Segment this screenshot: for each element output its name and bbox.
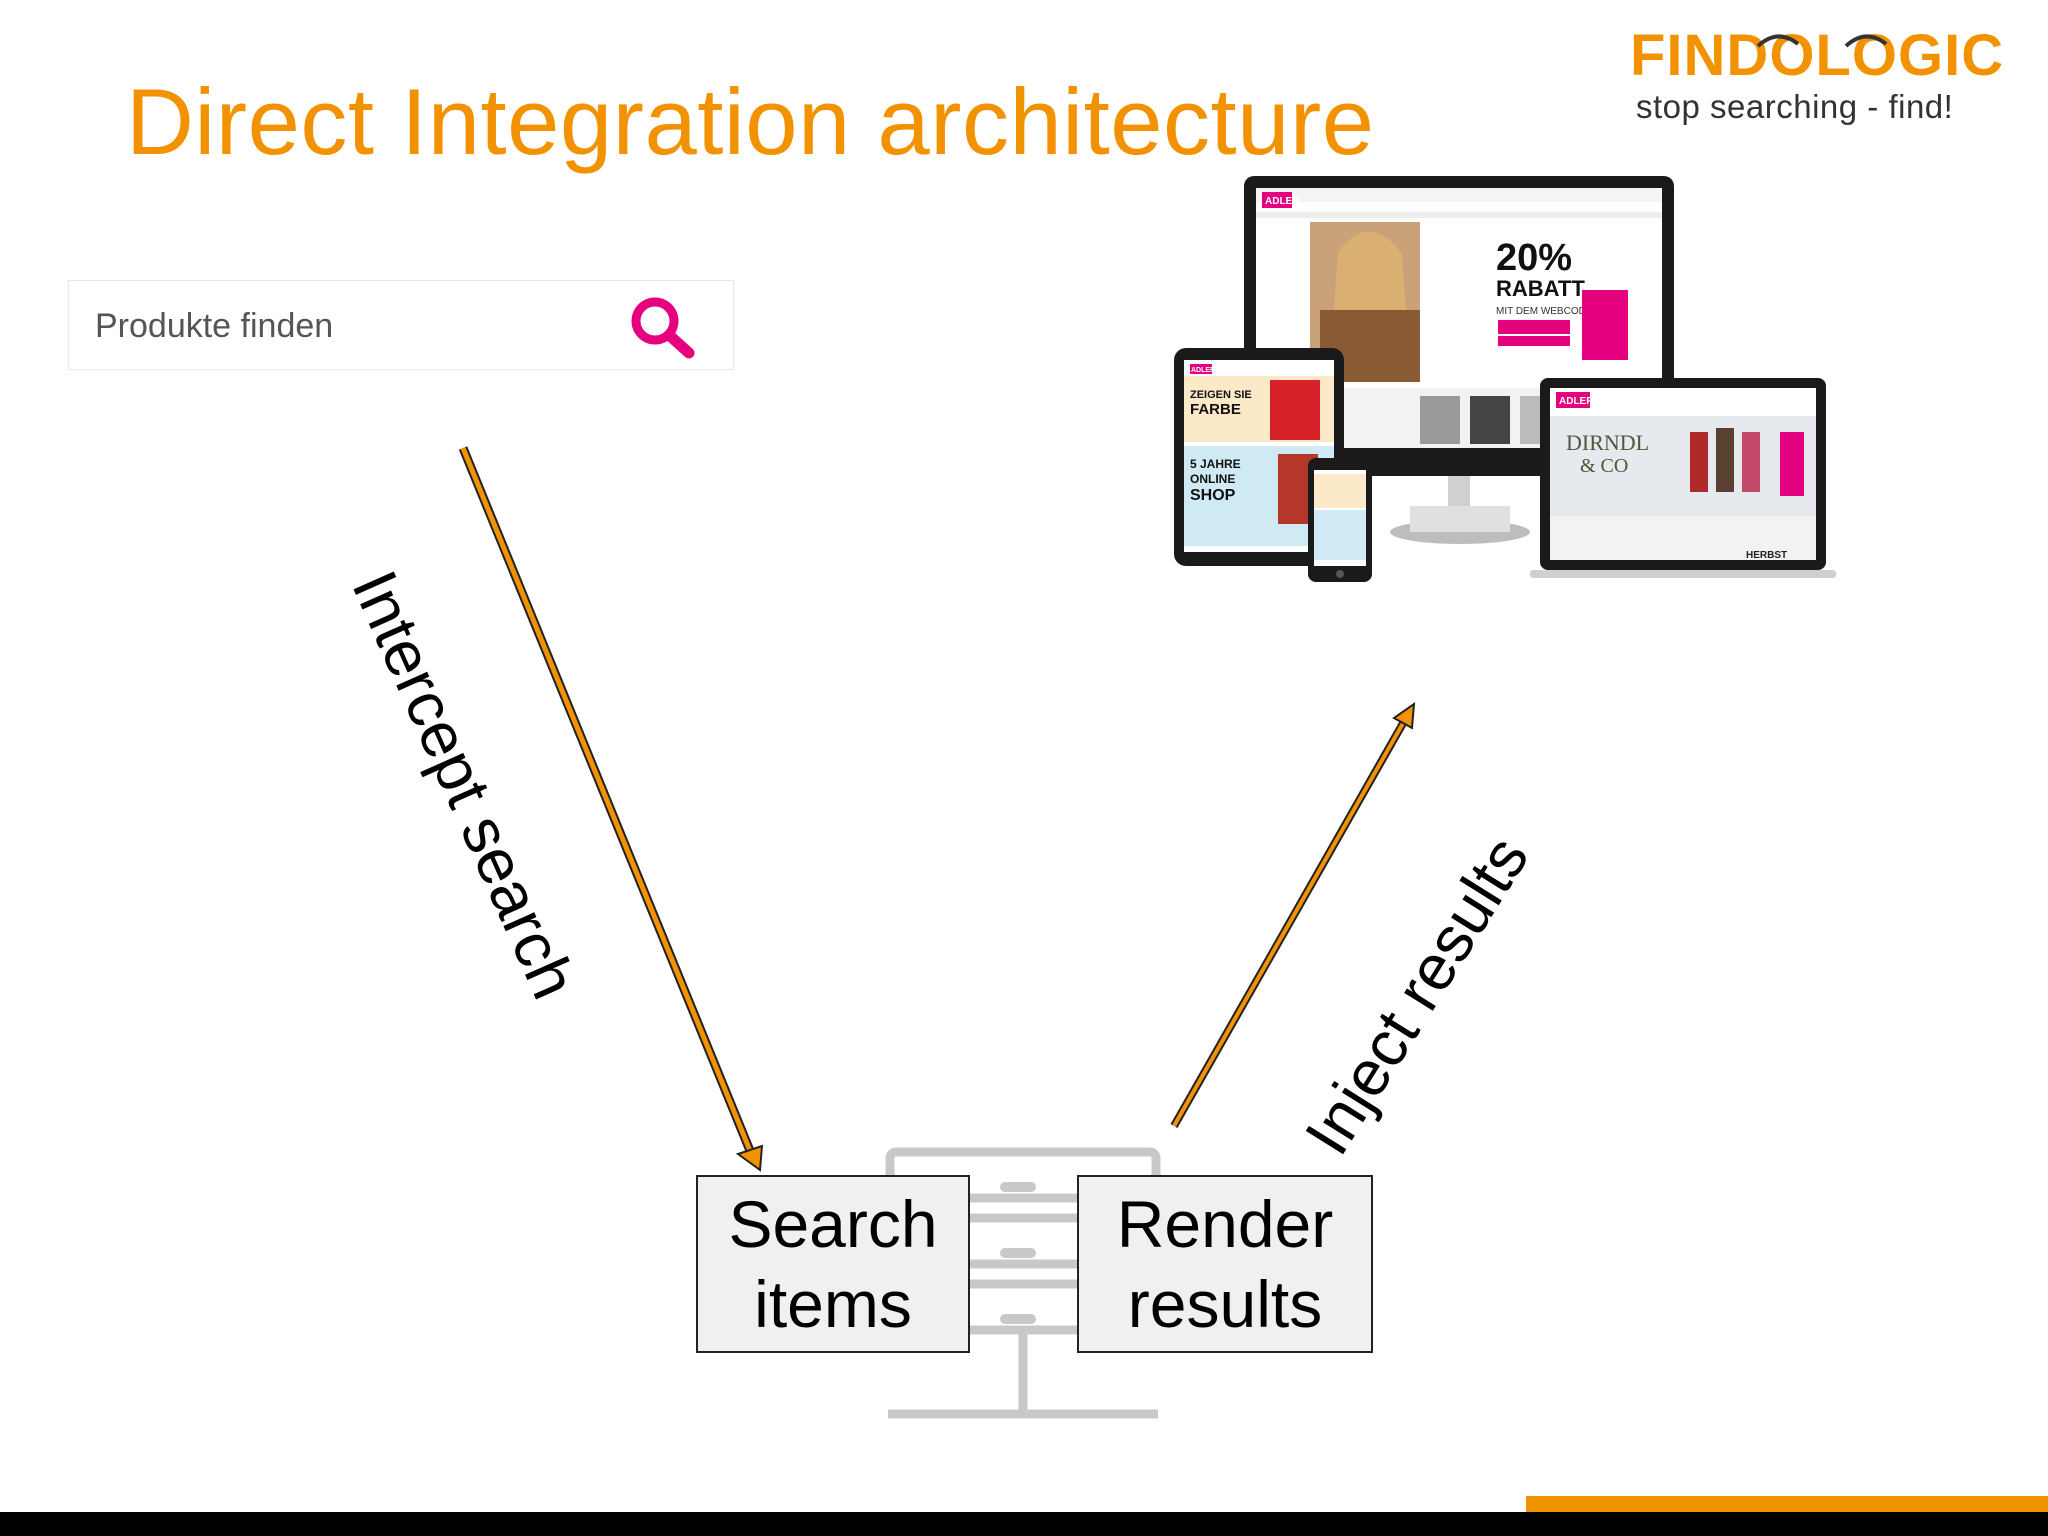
search-box — [68, 280, 734, 371]
monitor-promo-sub: MIT DEM WEBCODE — [1496, 306, 1593, 317]
laptop-headline-2: & CO — [1580, 455, 1628, 477]
footer-accent-bar — [1526, 1496, 2048, 1512]
monitor-brand: ADLER — [1265, 196, 1300, 207]
inject-arrow — [1170, 701, 1416, 1128]
tablet-promo-2: ONLINE — [1190, 472, 1235, 486]
search-items-label: Search items — [728, 1187, 938, 1341]
logo-tagline: stop searching - find! — [1636, 88, 1954, 125]
responsive-devices-illustration: ADLER 20% RABATT MIT DEM WEBCODE ADLER Z… — [1174, 176, 1836, 582]
tablet-headline-1: ZEIGEN SIE — [1190, 389, 1252, 401]
logo-wordmark: FINDOLOGIC — [1630, 23, 2005, 88]
findologic-logo: FINDOLOGIC stop searching - find! — [1630, 22, 2003, 132]
laptop-brand: ADLER — [1559, 396, 1594, 407]
tablet-promo-3: SHOP — [1190, 487, 1236, 504]
slide-title: Direct Integration architecture — [126, 69, 1375, 174]
laptop-device: ADLER DIRNDL & CO HERBST — [1530, 378, 1836, 578]
laptop-footer: HERBST — [1746, 550, 1787, 561]
phone-device — [1308, 458, 1372, 582]
intercept-arrow — [458, 446, 764, 1172]
search-items-box: Search items — [696, 1175, 970, 1353]
monitor-promo-big: 20% — [1496, 237, 1572, 279]
render-results-label: Render results — [1116, 1187, 1334, 1341]
tablet-promo-1: 5 JAHRE — [1190, 457, 1241, 471]
laptop-headline-1: DIRNDL — [1566, 430, 1649, 455]
search-icon[interactable] — [629, 295, 699, 361]
tablet-brand: ADLER — [1191, 367, 1215, 374]
footer-bar — [0, 1512, 2048, 1536]
render-results-box: Render results — [1077, 1175, 1373, 1353]
tablet-headline-2: FARBE — [1190, 401, 1241, 418]
search-input[interactable] — [93, 281, 617, 371]
monitor-promo-word: RABATT — [1496, 276, 1585, 301]
logo-eyebrows-icon — [1756, 34, 1888, 48]
